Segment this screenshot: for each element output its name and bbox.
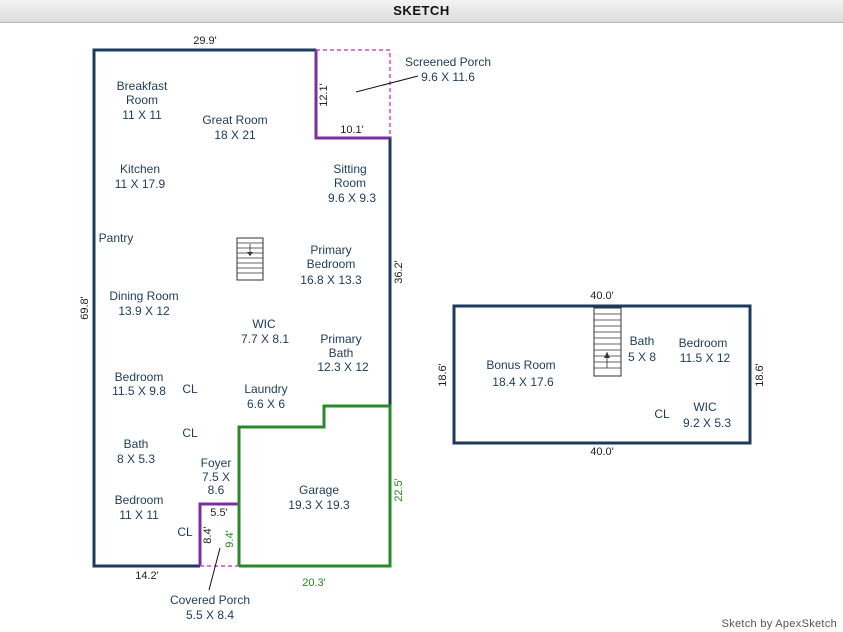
bonus-wic-label: WIC (693, 400, 717, 414)
bonus-dim-left: 18.6' (437, 363, 449, 387)
dim-cov-porch-right: 9.4' (224, 530, 236, 547)
dim-porch-top: 12.1' (318, 83, 330, 107)
bonus-dim-bottom: 40.0' (590, 446, 614, 458)
apexsketch-credit: Sketch by ApexSketch (721, 618, 837, 630)
primary-bath-size: 12.3 X 12 (317, 360, 369, 374)
bath-label: Bath (124, 437, 149, 451)
bath-size: 8 X 5.3 (117, 452, 155, 466)
bonus-dim-right: 18.6' (754, 363, 766, 387)
garage-wall (237, 404, 392, 568)
screened-porch-outline (316, 49, 391, 138)
bedroom-b-size: 11 X 11 (119, 508, 159, 522)
laundry-size: 6.6 X 6 (247, 397, 285, 411)
primary-bath-label-2: Bath (329, 346, 354, 360)
pantry-label: Pantry (99, 231, 134, 245)
bonus-closet-label: CL (654, 407, 670, 421)
sitting-room-label-2: Room (334, 176, 366, 190)
sketch-title-bar: SKETCH (0, 0, 843, 23)
closet-c-label: CL (177, 525, 193, 539)
bonus-bedroom-label: Bedroom (679, 336, 728, 350)
screened-porch-leader (355, 75, 419, 93)
foyer-size-2: 8.6 (208, 483, 225, 497)
breakfast-room-label: Breakfast (117, 79, 168, 93)
primary-bedroom-label: Primary (310, 243, 351, 257)
kitchen-size: 11 X 17.9 (115, 177, 166, 191)
bonus-wic-size: 9.2 X 5.3 (683, 416, 731, 430)
sketch-title: SKETCH (393, 3, 450, 18)
foyer-label: Foyer (201, 456, 232, 470)
bedroom-a-size: 11.5 X 9.8 (112, 384, 166, 398)
foyer-size-1: 7.5 X (202, 470, 230, 484)
screened-porch-size: 9.6 X 11.6 (421, 70, 475, 84)
bonus-exterior-wall (452, 304, 752, 445)
primary-bedroom-size: 16.8 X 13.3 (300, 273, 362, 287)
breakfast-room-size: 11 X 11 (122, 108, 162, 122)
screened-porch-label: Screened Porch (405, 55, 491, 69)
primary-bedroom-label-2: Bedroom (307, 257, 356, 271)
closet-b-label: CL (182, 426, 198, 440)
dim-cov-porch-left: 8.4' (202, 526, 214, 543)
dim-porch-bottom: 10.1' (340, 124, 364, 136)
bonus-bath-label: Bath (630, 334, 655, 348)
kitchen-label: Kitchen (120, 162, 160, 176)
bonus-stairs-icon (593, 307, 622, 377)
wic-size: 7.7 X 8.1 (241, 332, 289, 346)
dim-cov-porch-top: 5.5' (210, 507, 227, 519)
closet-a-label: CL (182, 382, 198, 396)
bedroom-b-label: Bedroom (115, 493, 164, 507)
covered-porch-size: 5.5 X 8.4 (186, 608, 234, 622)
bedroom-a-label: Bedroom (115, 370, 164, 384)
covered-porch-label: Covered Porch (170, 593, 250, 607)
screened-porch-wall (314, 50, 390, 140)
dim-garage-bottom: 20.3' (302, 577, 326, 589)
great-room-size: 18 X 21 (214, 128, 256, 142)
great-room-label: Great Room (202, 113, 267, 127)
dining-room-size: 13.9 X 12 (118, 304, 170, 318)
sitting-room-label: Sitting (333, 162, 366, 176)
bonus-room-label: Bonus Room (486, 358, 555, 372)
bonus-bath-size: 5 X 8 (628, 350, 656, 364)
main-stairs-icon (236, 237, 264, 281)
laundry-label: Laundry (244, 382, 287, 396)
dim-right: 36.2' (393, 260, 405, 284)
primary-bath-label: Primary (320, 332, 361, 346)
dim-top: 29.9' (193, 35, 217, 47)
main-exterior-wall (92, 48, 316, 568)
bonus-dim-top: 40.0' (590, 290, 614, 302)
bonus-bedroom-size: 11.5 X 12 (680, 351, 731, 365)
dim-garage-right: 22.5' (393, 478, 405, 502)
sitting-room-size: 9.6 X 9.3 (328, 191, 376, 205)
garage-label: Garage (299, 483, 339, 497)
garage-size: 19.3 X 19.3 (288, 498, 350, 512)
covered-porch-leader (208, 547, 221, 591)
wic-label: WIC (252, 317, 276, 331)
breakfast-room-label-2: Room (126, 93, 158, 107)
dining-room-label: Dining Room (109, 289, 178, 303)
dim-bottom-left: 14.2' (135, 570, 159, 582)
dim-left: 69.8' (79, 296, 91, 320)
bonus-room-size: 18.4 X 17.6 (492, 375, 554, 389)
